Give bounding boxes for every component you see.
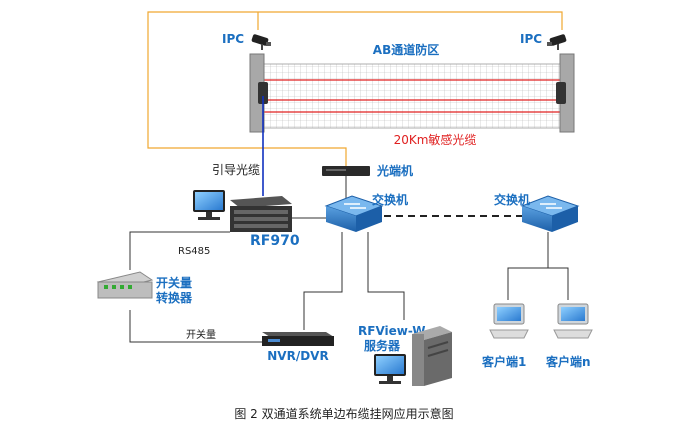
server-tower [412,326,452,386]
sensor-box-left [258,82,268,104]
client-label-n: 客户端n [545,354,591,369]
optical-terminal [322,166,370,176]
client-icon-1 [489,303,529,339]
converter-device [96,271,154,299]
server-label-line1: RFView-W [358,324,426,338]
switch-to-server-line [367,232,405,320]
converter-label-line1: 开关量 [156,275,192,290]
switch-label-left: 交换机 [372,192,408,207]
converter-label-line2: 转换器 [156,290,193,305]
ipc-label-left: IPC [222,32,244,46]
rs485-label: RS485 [178,246,210,257]
rs485-line [129,231,230,270]
switch-signal-line [129,310,262,343]
ipc-signal-line [147,11,563,166]
sensor-box-right [556,82,566,104]
switch-icon-right [520,195,580,232]
rf970-device [230,196,292,232]
nvr-label: NVR/DVR [267,349,328,363]
switch-label-right: 交换机 [494,192,530,207]
ipc-label-right: IPC [520,32,542,46]
zone-label: AB通道防区 [373,42,439,57]
camera-icon-left [251,34,271,50]
nvr-device [262,332,334,346]
client-label-1: 客户端1 [481,354,526,369]
figure-caption: 图 2 双通道系统单边布缆挂网应用示意图 [234,406,453,421]
server-label-line2: 服务器 [364,338,401,353]
switch-to-clients-line [507,232,569,300]
client-icon-n [553,303,593,339]
optical-terminal-label: 光端机 [376,163,413,178]
monitor-icon-server [374,354,406,384]
switch-icon-left [324,195,384,232]
monitor-icon-rf970 [193,190,225,220]
switch-to-nvr-line [303,232,343,330]
cable-label: 20Km敏感光缆 [394,132,477,147]
switch-signal-label: 开关量 [186,328,216,341]
guide-cable-label: 引导光缆 [212,163,260,177]
fence [249,53,575,133]
camera-icon-right [547,34,567,50]
rf970-label: RF970 [250,233,300,249]
